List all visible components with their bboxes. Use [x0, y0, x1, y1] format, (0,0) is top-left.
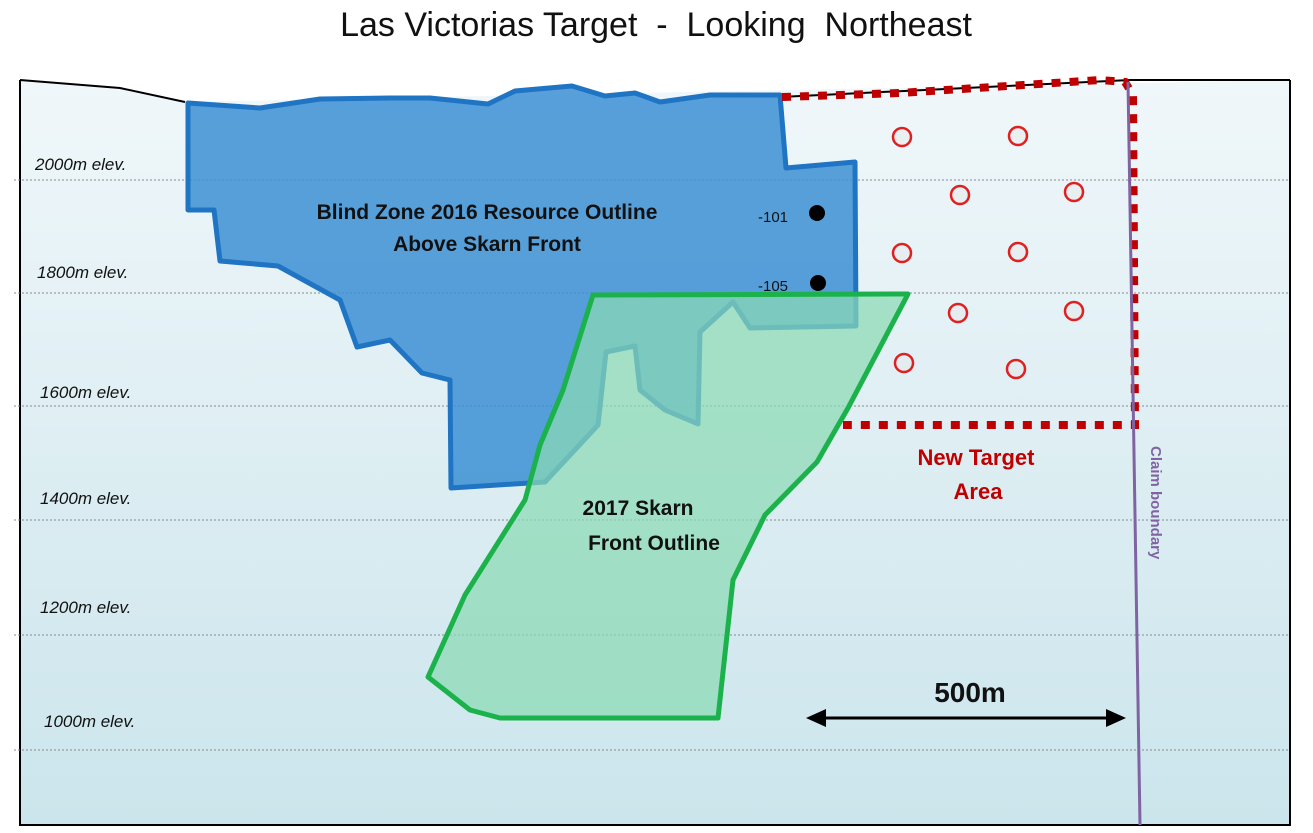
drill-hole-marker-101	[809, 205, 825, 221]
target-point	[1005, 358, 1027, 380]
blind-zone-label-line1: Blind Zone 2016 Resource Outline	[317, 201, 658, 224]
skarn-front-outline	[425, 291, 911, 721]
skarn-front-label-line1: 2017 Skarn	[583, 497, 694, 520]
target-points	[891, 125, 1085, 380]
skarn-front-label-line2: Front Outline	[588, 532, 720, 555]
new-target-label-line2: Area	[954, 479, 1004, 504]
drill-hole-label-101: -101	[758, 209, 788, 226]
diagram-title: Las Victorias Target - Looking Northeast	[340, 6, 972, 44]
target-point	[1063, 181, 1085, 203]
target-point	[893, 352, 915, 374]
elevation-label-1200: 1200m elev.	[40, 598, 131, 617]
elevation-label-1800: 1800m elev.	[37, 263, 128, 282]
scale-bar-label: 500m	[934, 677, 1006, 708]
elevation-label-1600: 1600m elev.	[40, 383, 131, 402]
claim-boundary-label: Claim boundary	[1147, 446, 1164, 560]
elevation-label-2000: 2000m elev.	[34, 155, 126, 174]
claim-boundary-line	[1126, 81, 1142, 826]
target-point	[1007, 125, 1029, 147]
elevation-label-1000: 1000m elev.	[44, 712, 135, 731]
target-point	[1007, 241, 1029, 263]
drill-hole-label-105: -105	[758, 278, 788, 295]
target-point	[1063, 300, 1085, 322]
section-frame	[19, 80, 1291, 826]
scale-bar-arrow-left	[806, 709, 826, 727]
target-point	[891, 242, 913, 264]
target-point	[891, 126, 913, 148]
blind-zone-label-line2: Above Skarn Front	[393, 233, 581, 256]
scale-bar-arrow-right	[1106, 709, 1126, 727]
new-target-label-line1: New Target	[918, 445, 1036, 470]
scale-bar: 500m	[806, 677, 1126, 727]
target-point	[949, 184, 971, 206]
target-point	[947, 302, 969, 324]
drill-hole-marker-105	[810, 275, 826, 291]
elevation-label-1400: 1400m elev.	[40, 489, 131, 508]
